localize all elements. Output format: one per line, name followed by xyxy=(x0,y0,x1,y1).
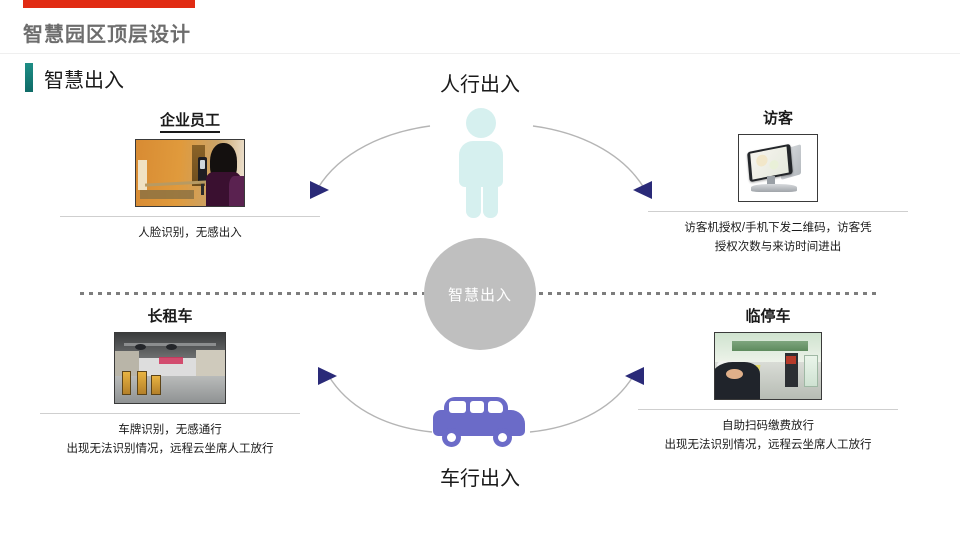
card-employee-rule xyxy=(60,216,320,217)
card-temp-desc-line-2: 出现无法识别情况，远程云坐席人工放行 xyxy=(664,439,872,451)
pedestrian-entry-label: 人行出入 xyxy=(440,74,520,96)
center-hub: 智慧出入 xyxy=(424,238,536,350)
card-visitor-rule xyxy=(648,211,908,212)
card-employee-title-wrap: 企业员工 xyxy=(60,112,320,133)
card-employee-title: 企业员工 xyxy=(159,112,220,133)
card-temp-title: 临停车 xyxy=(745,308,791,325)
card-visitor-desc-line-2: 授权次数与来访时间进出 xyxy=(714,241,842,253)
card-visitor-desc-line-1: 访客机授权/手机下发二维码，访客凭 xyxy=(684,222,872,234)
car-icon xyxy=(431,396,529,448)
card-visitor-title: 访客 xyxy=(762,110,793,127)
center-hub-label: 智慧出入 xyxy=(447,286,512,304)
card-visitor[interactable]: 访客 访客机授权/手机下发二维码，访客凭 授权次数与来访时间进出 xyxy=(648,110,908,257)
header-red-bar xyxy=(23,0,195,8)
vehicle-entry-label: 车行出入 xyxy=(440,468,520,490)
card-employee[interactable]: 企业员工 人脸识别，无感出入 xyxy=(60,112,320,243)
header-divider xyxy=(0,53,960,54)
card-temp-desc-line-1: 自助扫码缴费放行 xyxy=(722,420,814,432)
roadside-parking-gate-photo xyxy=(714,332,822,400)
card-temp-rule xyxy=(638,409,898,410)
face-recognition-gate-photo xyxy=(135,139,245,207)
card-visitor-title-wrap: 访客 xyxy=(648,110,908,128)
card-employee-desc-line-1: 人脸识别，无感出入 xyxy=(138,227,242,239)
card-longterm-title-wrap: 长租车 xyxy=(40,308,300,326)
card-longterm[interactable]: 长租车 车牌识别，无感通行 出现无法识别情况，远程云坐席人工放行 xyxy=(40,308,300,459)
arrow-longterm-to-center xyxy=(318,367,337,385)
card-longterm-rule xyxy=(40,413,300,414)
card-temp[interactable]: 临停车 自助扫码缴费放行 出现无法识别情况，远程云坐席人工放行 xyxy=(638,308,898,455)
pedestrian-icon xyxy=(455,108,507,218)
card-temp-title-wrap: 临停车 xyxy=(638,308,898,326)
page-title: 智慧园区顶层设计 xyxy=(23,24,191,46)
card-longterm-desc-line-2: 出现无法识别情况，远程云坐席人工放行 xyxy=(66,443,274,455)
card-longterm-title: 长租车 xyxy=(147,308,193,325)
card-longterm-desc-line-1: 车牌识别，无感通行 xyxy=(118,424,222,436)
visitor-kiosk-photo xyxy=(738,134,818,202)
parking-garage-gate-photo xyxy=(114,332,226,404)
section-title: 智慧出入 xyxy=(44,70,124,92)
section-accent-bar xyxy=(25,63,33,92)
